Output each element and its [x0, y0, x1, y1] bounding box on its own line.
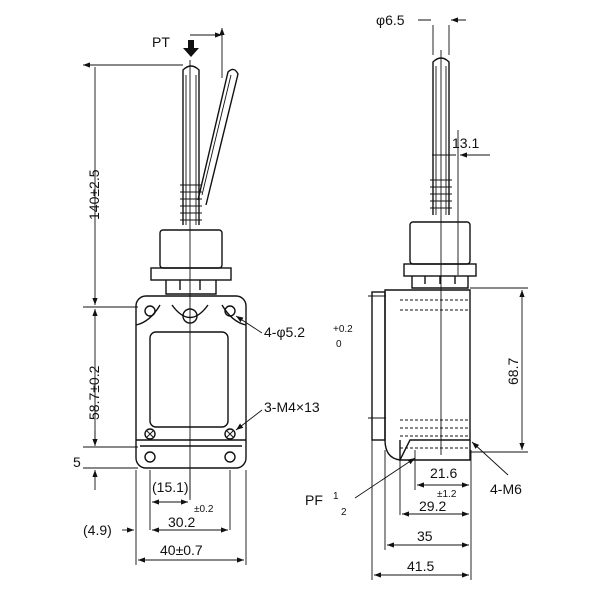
mounting-hole — [144, 451, 156, 463]
holes-label: 4-φ5.2 — [264, 324, 305, 340]
side-bracket — [371, 291, 386, 441]
dim-13-1: 13.1 — [452, 135, 479, 151]
height-68-7: 68.7 — [505, 358, 521, 385]
dim-41-5: 41.5 — [407, 558, 434, 574]
holes-tol-zero: 0 — [336, 339, 342, 350]
screw-hole — [144, 428, 156, 440]
side-head — [409, 221, 471, 265]
mounting-hole — [224, 305, 236, 317]
side-view: φ6.5 13.1 68.7 4-M6 PF 1 2 21.6 ±1.2 29.… — [305, 12, 528, 580]
lever-rod — [182, 65, 200, 225]
thread-leader — [471, 441, 509, 476]
conduit-num: 1 — [333, 491, 339, 502]
side-head-base-blocks — [411, 276, 469, 289]
dim-5: 5 — [73, 454, 81, 470]
body — [135, 295, 247, 469]
dim-5-extension-lines — [83, 446, 138, 469]
side-body — [384, 289, 471, 461]
rod-diameter: φ6.5 — [376, 12, 405, 28]
lever-tilted — [197, 68, 239, 206]
screw-cross-icon — [146, 430, 234, 438]
lever-tilted-inner-line — [201, 74, 232, 196]
head-base-blocks — [165, 280, 217, 295]
conduit-den: 2 — [341, 507, 347, 518]
thread-label: 4-M6 — [490, 481, 522, 497]
dim-30-2: 30.2 — [168, 514, 195, 530]
dim-30-2-tol: ±0.2 — [194, 504, 214, 515]
pt-arrow-icon — [183, 40, 199, 57]
side-flange — [403, 263, 477, 277]
hidden-thread-lines — [400, 299, 470, 449]
pt-dimension-line — [190, 28, 222, 78]
dim-29-2: 29.2 — [419, 498, 446, 514]
flange — [150, 267, 232, 281]
dim-15-1: (15.1) — [152, 479, 189, 495]
width-40: 40±0.7 — [160, 542, 203, 558]
pt-label: PT — [152, 34, 170, 50]
dim-58-7: 58.7±0.2 — [86, 365, 102, 420]
bottom-extension-lines — [135, 470, 247, 565]
body-bottom-lines — [136, 439, 246, 447]
dim-4-9: (4.9) — [83, 522, 112, 538]
dim-35: 35 — [417, 528, 433, 544]
mounting-hole — [224, 451, 236, 463]
screws-label: 3-M4×13 — [264, 399, 320, 415]
side-rod-inner-lines — [435, 66, 447, 215]
holes-leader — [235, 315, 263, 334]
screws-leader — [235, 409, 263, 431]
mounting-hole — [144, 305, 156, 317]
window — [149, 331, 229, 428]
conduit-label: PF — [305, 492, 323, 508]
screw-hole — [224, 428, 236, 440]
dim-29-2-tol: ±1.2 — [437, 489, 457, 500]
head — [159, 229, 223, 269]
height-68-7-extension-lines — [470, 287, 528, 453]
side-bracket-tabs — [368, 295, 386, 419]
side-bottom-extension-lines — [371, 440, 472, 580]
dim-21-6: 21.6 — [430, 465, 457, 481]
lever-rod-inner-lines — [185, 75, 197, 225]
conduit-port — [399, 440, 471, 461]
dim-140-line — [83, 65, 183, 307]
holes-tol-plus: +0.2 — [333, 324, 353, 335]
coil — [180, 184, 202, 221]
dim-140: 140±2.5 — [86, 169, 102, 220]
mounting-holes — [144, 305, 236, 463]
rod-diameter-line — [418, 20, 466, 55]
front-view: PT 140±2.5 58.7±0.2 5 4-φ5.2 +0.2 0 3-M4… — [73, 28, 353, 565]
